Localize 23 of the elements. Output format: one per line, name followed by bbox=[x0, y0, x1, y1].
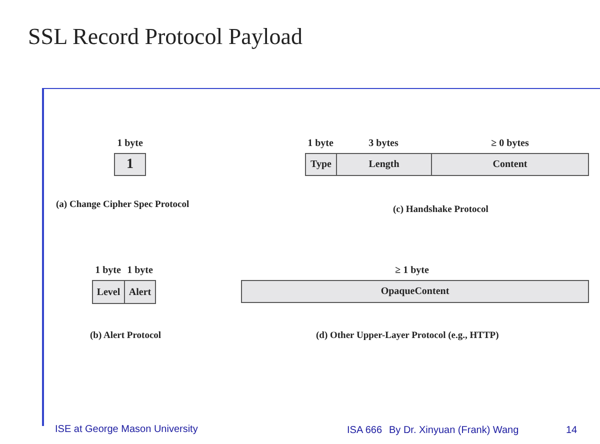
caption: (c) Handshake Protocol bbox=[393, 205, 488, 215]
footer-text: By Dr. Xinyuan (Frank) Wang bbox=[389, 425, 519, 436]
byte-size-label: 1 byte bbox=[308, 138, 334, 149]
field-box: Content bbox=[431, 153, 589, 176]
footer-text: ISA 666 bbox=[347, 425, 382, 436]
field-box: Alert bbox=[124, 280, 156, 304]
field-box: Type bbox=[305, 153, 337, 176]
byte-size-label: 1 byte bbox=[127, 265, 153, 276]
footer-text: ISE at George Mason University bbox=[55, 424, 198, 435]
field-box: Length bbox=[336, 153, 432, 176]
caption: (a) Change Cipher Spec Protocol bbox=[56, 200, 190, 210]
byte-size-label: ≥ 1 byte bbox=[395, 265, 429, 276]
byte-size-label: ≥ 0 bytes bbox=[491, 138, 529, 149]
caption: (b) Alert Protocol bbox=[90, 331, 162, 341]
slide-title: SSL Record Protocol Payload bbox=[28, 24, 302, 50]
byte-size-label: 1 byte bbox=[117, 138, 143, 149]
page-number: 14 bbox=[566, 425, 578, 436]
caption: (d) Other Upper-Layer Protocol (e.g., HTTP) bbox=[316, 331, 499, 341]
field-box: OpaqueContent bbox=[241, 280, 589, 303]
field-box: 1 bbox=[114, 153, 146, 176]
field-box: Level bbox=[92, 280, 125, 304]
byte-size-label: 1 byte bbox=[95, 265, 121, 276]
byte-size-label: 3 bytes bbox=[368, 138, 398, 149]
